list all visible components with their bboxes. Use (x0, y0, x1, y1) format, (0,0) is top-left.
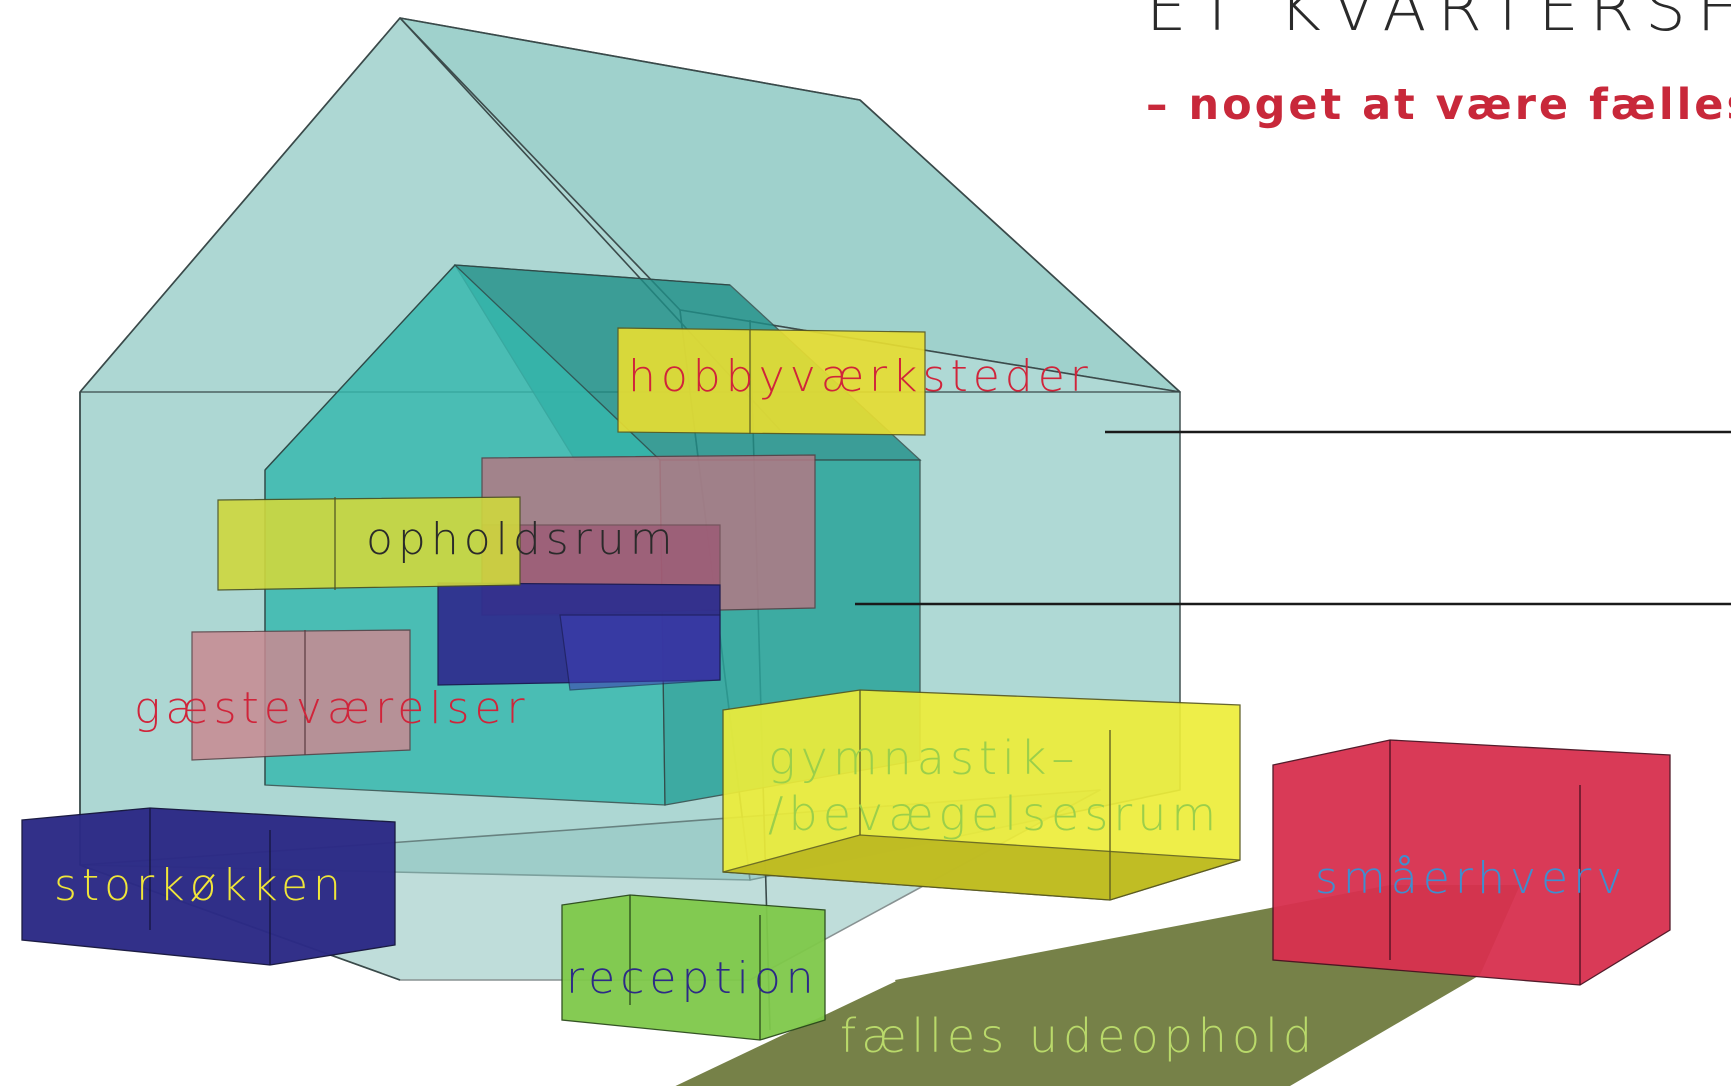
page-title: ET KVARTERSHU (1146, 0, 1731, 46)
gaestevaerelser-box (191, 629, 411, 761)
gymnastik-box (722, 689, 1241, 901)
label-storkokken: storkøkken (54, 860, 346, 911)
label-gymnastik-line2: /bevægelsesrum (768, 787, 1222, 841)
hobby-yellow-box (617, 327, 926, 436)
storkokken-box (21, 807, 396, 966)
label-hobbyvaerksteder: hobbyværksteder (628, 351, 1093, 402)
label-gymnastik-line1: gymnastik– (768, 731, 1080, 785)
reception-box (561, 894, 826, 1041)
label-faelles-udeophold: fælles udeophold (840, 1009, 1318, 1063)
ophold-yellow-box (217, 496, 521, 591)
inner-navy-box (437, 582, 721, 691)
smaaerhverv-box (1272, 739, 1671, 986)
label-gaestevaerelser: gæsteværelser (134, 683, 530, 734)
label-reception: reception (566, 953, 819, 1004)
page-subtitle: – noget at være fælles (1146, 80, 1731, 130)
label-smaaerhverv: småerhverv (1315, 853, 1628, 904)
label-opholdsrum: opholdsrum (366, 514, 678, 565)
